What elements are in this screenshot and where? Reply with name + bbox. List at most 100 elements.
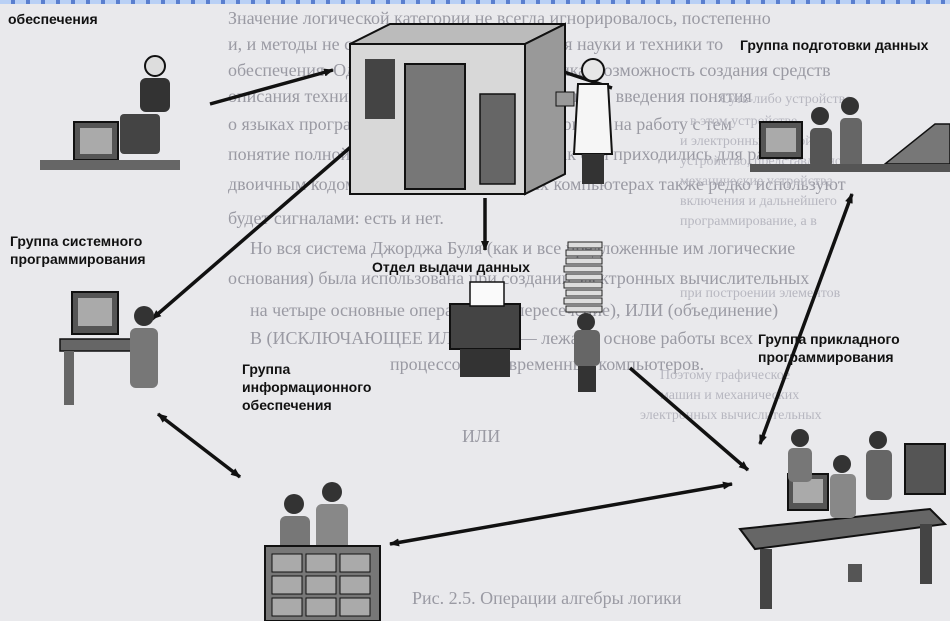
mainframe-computer <box>349 22 566 196</box>
top-left-person-torso <box>140 78 170 112</box>
top-left-workstation <box>40 55 180 170</box>
app-prog-wastebin <box>848 564 862 582</box>
label-output-dept: Отдел выдачи данных <box>372 259 530 275</box>
paper-sheet <box>563 297 603 305</box>
data-prep-person-body-2 <box>840 118 862 168</box>
label-info-line2: информационного <box>242 379 372 395</box>
mainframe-tower <box>404 63 466 190</box>
data-prep-desk <box>750 164 950 172</box>
cabinet-drawer <box>271 597 303 617</box>
cabinet-drawer <box>271 575 303 595</box>
paper-sheet <box>565 249 603 257</box>
label-data-prep-group: Группа подготовки данных <box>740 37 929 53</box>
operator-head <box>581 58 605 82</box>
operator-figure <box>555 58 614 184</box>
mainframe-cabinet <box>479 93 516 185</box>
app-prog-desk-leg <box>920 524 932 584</box>
data-prep-group <box>750 97 950 172</box>
paper-sheet <box>565 273 603 281</box>
diagram-figures <box>40 22 950 621</box>
sys-prog-desk-leg <box>64 351 74 405</box>
operator-legs <box>582 154 604 184</box>
app-prog-person-body-2 <box>830 474 856 518</box>
cabinet-drawer <box>305 597 337 617</box>
output-person-head <box>577 313 595 331</box>
cabinet-drawer <box>339 597 371 617</box>
app-prog-person-head-2 <box>833 455 851 473</box>
app-prog-person-head-1 <box>791 429 809 447</box>
data-prep-person-head-2 <box>841 97 859 115</box>
top-left-chair <box>120 114 160 154</box>
paper-sheet <box>563 281 603 289</box>
label-top-left: обеспечения <box>8 11 98 27</box>
top-left-screen <box>80 128 112 154</box>
arrow-sysprog-to-computer <box>150 130 370 321</box>
output-paper-stack <box>563 241 603 313</box>
output-printer-stand <box>460 349 510 377</box>
label-info-line3: обеспечения <box>242 397 332 413</box>
connector-arrows <box>150 66 854 547</box>
label-app-prog-line2: программирования <box>758 349 894 365</box>
label-sys-prog-group: Группа системного программирования <box>10 232 146 268</box>
info-support-group <box>264 482 381 621</box>
app-prog-screen <box>793 479 823 503</box>
label-app-prog-group: Группа прикладного программирования <box>758 330 900 366</box>
arrow-sysprog-to-info <box>156 412 242 479</box>
mainframe-panel <box>365 59 395 119</box>
arrow-info-to-appprog <box>389 481 733 547</box>
arrow-topleft-to-computer <box>209 68 334 106</box>
bg-text-line: Значение логической категории не всегда … <box>228 8 771 28</box>
bg-right-line: механические устройства <box>680 174 833 189</box>
diagram-canvas: Значение логической категории не всегда … <box>0 4 950 621</box>
operator-clipboard <box>555 91 575 107</box>
output-person-body <box>574 330 600 366</box>
bg-text-line: Но вся система Джорджа Буля (как и все п… <box>250 238 796 258</box>
sys-prog-person-head <box>134 306 154 326</box>
cabinet-drawer <box>271 553 303 573</box>
paper-sheet <box>567 241 603 249</box>
paper-sheet <box>565 289 603 297</box>
info-person-head-2 <box>322 482 342 502</box>
paper-sheet <box>565 305 603 313</box>
data-prep-screen <box>766 128 796 152</box>
cabinet-drawer <box>305 575 337 595</box>
label-info-line1: Группа <box>242 361 291 377</box>
top-dashed-border <box>0 0 950 6</box>
app-prog-monitor-right <box>904 443 946 495</box>
sys-prog-workstation <box>59 291 158 405</box>
output-person-legs <box>578 366 596 392</box>
data-prep-person-head-1 <box>811 107 829 125</box>
paper-sheet <box>565 257 603 265</box>
app-prog-group <box>738 429 948 609</box>
bg-text-line: ИЛИ <box>462 426 501 446</box>
operator-coat <box>572 83 614 155</box>
app-prog-desk-leg <box>760 549 772 609</box>
sys-prog-person-body <box>130 328 158 388</box>
arrow-output-to-appprog <box>628 366 750 472</box>
output-department <box>449 241 603 392</box>
data-prep-desk-edge <box>882 123 950 165</box>
bg-right-line: Поэтому графическое <box>660 368 791 383</box>
info-person-body-2 <box>316 504 348 558</box>
sys-prog-screen <box>78 298 112 326</box>
output-printer <box>449 303 521 350</box>
label-info-group: Группа информационного обеспечения <box>242 360 371 414</box>
bg-text-line: основания) была использована при создани… <box>228 268 810 288</box>
top-left-desk <box>40 160 180 170</box>
paper-sheet <box>563 265 603 273</box>
data-prep-person-body-1 <box>810 128 832 168</box>
cabinet-drawer <box>339 575 371 595</box>
top-left-person-head <box>144 55 166 77</box>
info-person-head-1 <box>284 494 304 514</box>
label-sys-prog-line1: Группа системного <box>10 233 143 249</box>
mainframe-side-face <box>524 22 566 196</box>
output-printer-paper <box>469 281 505 307</box>
app-prog-person-body-1 <box>788 448 812 482</box>
cabinet-drawer <box>305 553 337 573</box>
app-prog-desk <box>738 507 948 551</box>
info-cabinet-drawers <box>271 553 371 617</box>
bg-right-line: Суть-либо устройство <box>720 92 853 107</box>
app-prog-person-head-3 <box>869 431 887 449</box>
label-app-prog-line1: Группа прикладного <box>758 331 900 347</box>
app-prog-person-body-3 <box>866 450 892 500</box>
